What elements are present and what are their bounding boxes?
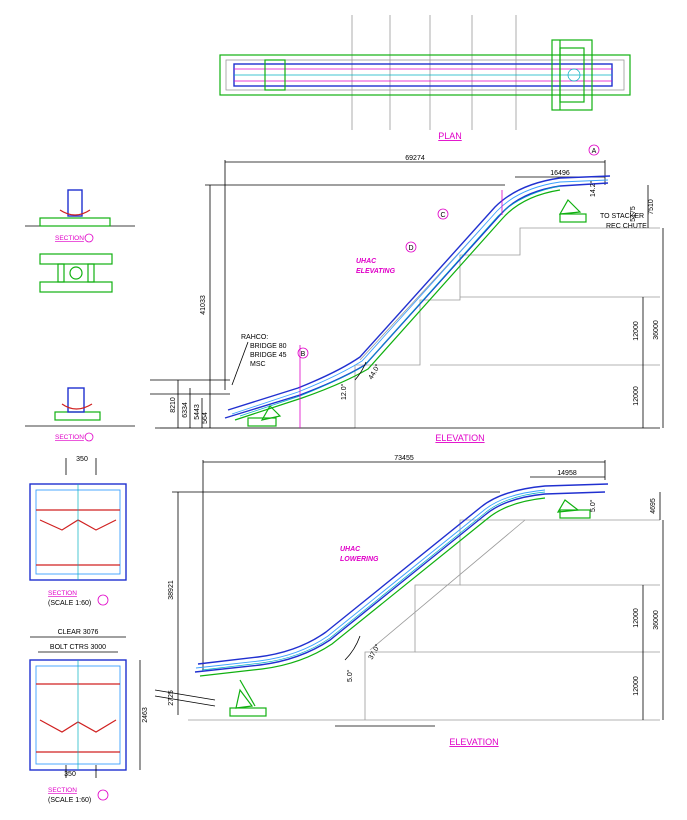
section-a-marker-icon — [84, 233, 94, 243]
lower-dim-total: 73455 — [394, 455, 414, 462]
upper-elevation: 69274 16496 41033 36000 12000 12000 7510… — [150, 144, 664, 443]
upper-dim-12000b: 12000 — [633, 386, 640, 406]
section-c-label: SECTION — [48, 590, 77, 597]
section-d-scale: (SCALE 1:60) — [48, 797, 91, 804]
upper-marker-d-icon — [405, 241, 417, 253]
section-d-dim-350: 350 — [64, 771, 76, 778]
section-c-marker-icon — [97, 594, 109, 606]
upper-name-line2: ELEVATING — [356, 268, 396, 275]
plan-view: PLAN — [219, 15, 631, 141]
section-d-bolt: BOLT CTRS 3000 — [50, 644, 106, 651]
upper-marker-a: A — [592, 148, 597, 155]
section-d: CLEAR 3076 BOLT CTRS 3000 2463 350 SECTI… — [29, 629, 149, 804]
upper-rahco-line2: BRIDGE 80 — [250, 343, 287, 350]
lower-dim-top: 14958 — [557, 470, 577, 477]
section-b-label: SECTION — [55, 434, 84, 441]
upper-dim-6334: 6334 — [182, 402, 189, 418]
lower-elevation: 73455 14958 38921 2725 36000 12000 12000… — [154, 455, 664, 747]
lower-dim-2725: 2725 — [168, 690, 175, 706]
lower-dim-4695: 4695 — [650, 498, 657, 514]
upper-marker-b-icon — [297, 347, 309, 359]
section-c: 350 SECTION (SCALE 1:60) — [29, 456, 127, 607]
section-d-clear: CLEAR 3076 — [58, 629, 99, 636]
upper-rahco-line4: MSC — [250, 361, 266, 368]
upper-dim-top: 16496 — [550, 170, 570, 177]
upper-marker-c: C — [440, 212, 445, 219]
section-d-marker-icon — [97, 789, 109, 801]
section-c-dim-350: 350 — [76, 456, 88, 463]
lower-name-line1: UHAC — [340, 546, 361, 553]
upper-marker-b: B — [301, 351, 306, 358]
upper-dim-height: 41033 — [200, 295, 207, 315]
upper-stacker-line1: TO STACKER — [600, 213, 644, 220]
upper-rahco-line1: RAHCO: — [241, 334, 268, 341]
plan-title: PLAN — [438, 131, 462, 141]
upper-dim-7510: 7510 — [648, 199, 655, 215]
lower-dim-36000: 36000 — [653, 610, 660, 630]
lower-angle-upper: 5.0° — [589, 499, 597, 512]
lower-dim-12000a: 12000 — [633, 608, 640, 628]
upper-dim-5443: 5443 — [194, 404, 201, 420]
upper-marker-d: D — [408, 245, 413, 252]
lower-dim-height: 38921 — [168, 580, 175, 600]
upper-dim-36000: 36000 — [653, 320, 660, 340]
upper-angle-upper: 14.2° — [589, 180, 597, 197]
upper-stacker-line2: REC CHUTE — [606, 223, 647, 230]
upper-elevation-title: ELEVATION — [435, 433, 484, 443]
upper-angle-lower: 12.0° — [340, 383, 348, 400]
section-c-scale: (SCALE 1:60) — [48, 600, 91, 607]
section-b-marker-icon — [84, 432, 94, 442]
section-a-label: SECTION — [55, 235, 84, 242]
lower-elevation-title: ELEVATION — [449, 737, 498, 747]
upper-name-line1: UHAC — [356, 258, 377, 265]
upper-marker-c-icon — [437, 208, 449, 220]
upper-dim-12000a: 12000 — [633, 321, 640, 341]
section-a: SECTION — [25, 189, 135, 293]
upper-rahco-line3: BRIDGE 45 — [250, 352, 287, 359]
lower-angle-lower: 5.0° — [346, 669, 354, 682]
upper-marker-a-icon — [588, 144, 600, 156]
upper-dim-5175: 5175 — [630, 206, 637, 222]
section-b: SECTION — [25, 387, 135, 442]
section-d-dim-2463: 2463 — [142, 707, 149, 723]
upper-dim-total: 69274 — [405, 155, 425, 162]
section-d-label: SECTION — [48, 787, 77, 794]
upper-dim-8210: 8210 — [170, 397, 177, 413]
lower-name-line2: LOWERING — [340, 556, 379, 563]
lower-dim-12000b: 12000 — [633, 676, 640, 696]
upper-dim-564: 564 — [202, 412, 209, 424]
